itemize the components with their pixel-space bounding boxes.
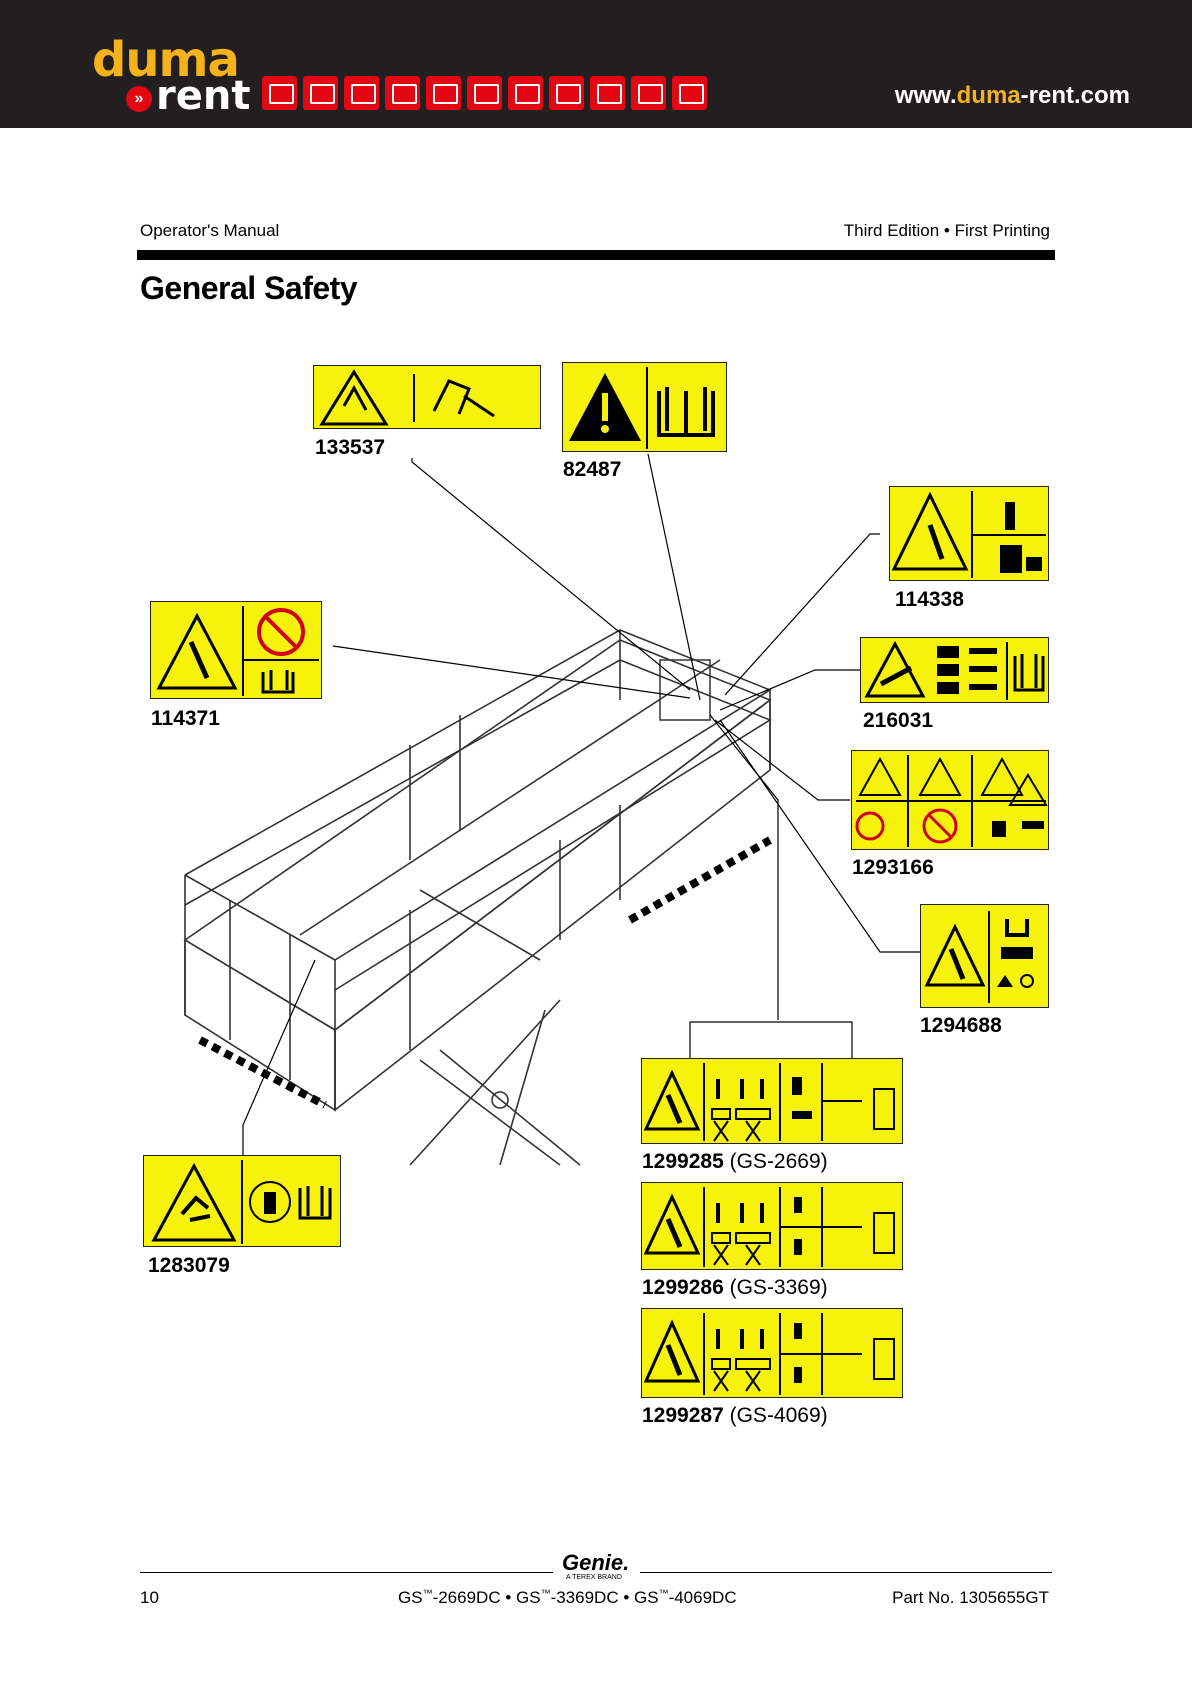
- trademark: ™: [659, 1588, 669, 1599]
- decal-1283079: [143, 1155, 341, 1247]
- decal-216031: [860, 637, 1049, 703]
- model-text: -2669DC • GS: [433, 1588, 541, 1607]
- decal-label: 1283079: [148, 1254, 230, 1278]
- decal-114371: [150, 601, 322, 699]
- decal-label: 82487: [563, 458, 621, 482]
- hazard-stripe: [630, 840, 770, 920]
- footer-rule: [140, 1572, 553, 1573]
- warning-no-climb-icon: [151, 602, 322, 699]
- warning-triangle-icon: [314, 366, 541, 429]
- footer-rule: [640, 1572, 1052, 1573]
- decal-id: 1299287: [642, 1404, 724, 1427]
- warning-slope-icon: [861, 638, 1049, 703]
- decal-label: 114338: [895, 588, 964, 612]
- decal-1294688: [920, 904, 1049, 1008]
- decal-1299286: [641, 1182, 903, 1270]
- capacity-decal-icon: [642, 1309, 903, 1398]
- decal-1293166: [851, 750, 1049, 850]
- decal-133537: [313, 365, 541, 429]
- warning-read-manual-icon: [921, 905, 1049, 1008]
- page-number: 10: [140, 1588, 159, 1608]
- decal-id: 1299286: [642, 1276, 724, 1299]
- decal-label: 216031: [863, 709, 933, 733]
- decal-panel: [660, 660, 710, 720]
- warning-read-manual-icon: [563, 363, 727, 452]
- decal-id: 1299285: [642, 1150, 724, 1173]
- genie-logo-sub: A TEREX BRAND: [566, 1574, 622, 1581]
- capacity-decal-icon: [642, 1183, 903, 1270]
- part-number: Part No. 1305655GT: [892, 1588, 1049, 1608]
- warning-multi-icon: [852, 751, 1049, 850]
- decal-114338: [889, 486, 1049, 581]
- warning-fall-hazard-icon: [144, 1156, 341, 1247]
- decal-label: 1299286 (GS-3369): [642, 1276, 828, 1300]
- trademark: ™: [541, 1588, 551, 1599]
- decal-label: 1299285 (GS-2669): [642, 1150, 828, 1174]
- decal-model: (GS-4069): [730, 1404, 828, 1427]
- capacity-decal-icon: [642, 1059, 903, 1144]
- decal-model: (GS-3369): [730, 1276, 828, 1299]
- warning-tip-over-icon: [890, 487, 1049, 581]
- decal-label: 1294688: [920, 1014, 1002, 1038]
- decal-label: 133537: [315, 436, 385, 460]
- genie-logo: Genie.: [562, 1550, 629, 1576]
- hazard-stripe: [200, 1040, 325, 1105]
- model-list: GS™-2669DC • GS™-3369DC • GS™-4069DC: [398, 1588, 737, 1608]
- decal-1299287: [641, 1308, 903, 1398]
- decal-label: 1299287 (GS-4069): [642, 1404, 828, 1428]
- leader-lines: [243, 454, 920, 1155]
- model-text: GS: [398, 1588, 423, 1607]
- decal-82487: [562, 362, 727, 452]
- decal-model: (GS-2669): [730, 1150, 828, 1173]
- decal-1299285: [641, 1058, 903, 1144]
- model-text: -3369DC • GS: [551, 1588, 659, 1607]
- decal-label: 1293166: [852, 856, 934, 880]
- model-text: -4069DC: [669, 1588, 737, 1607]
- trademark: ™: [423, 1588, 433, 1599]
- decal-label: 114371: [151, 707, 220, 731]
